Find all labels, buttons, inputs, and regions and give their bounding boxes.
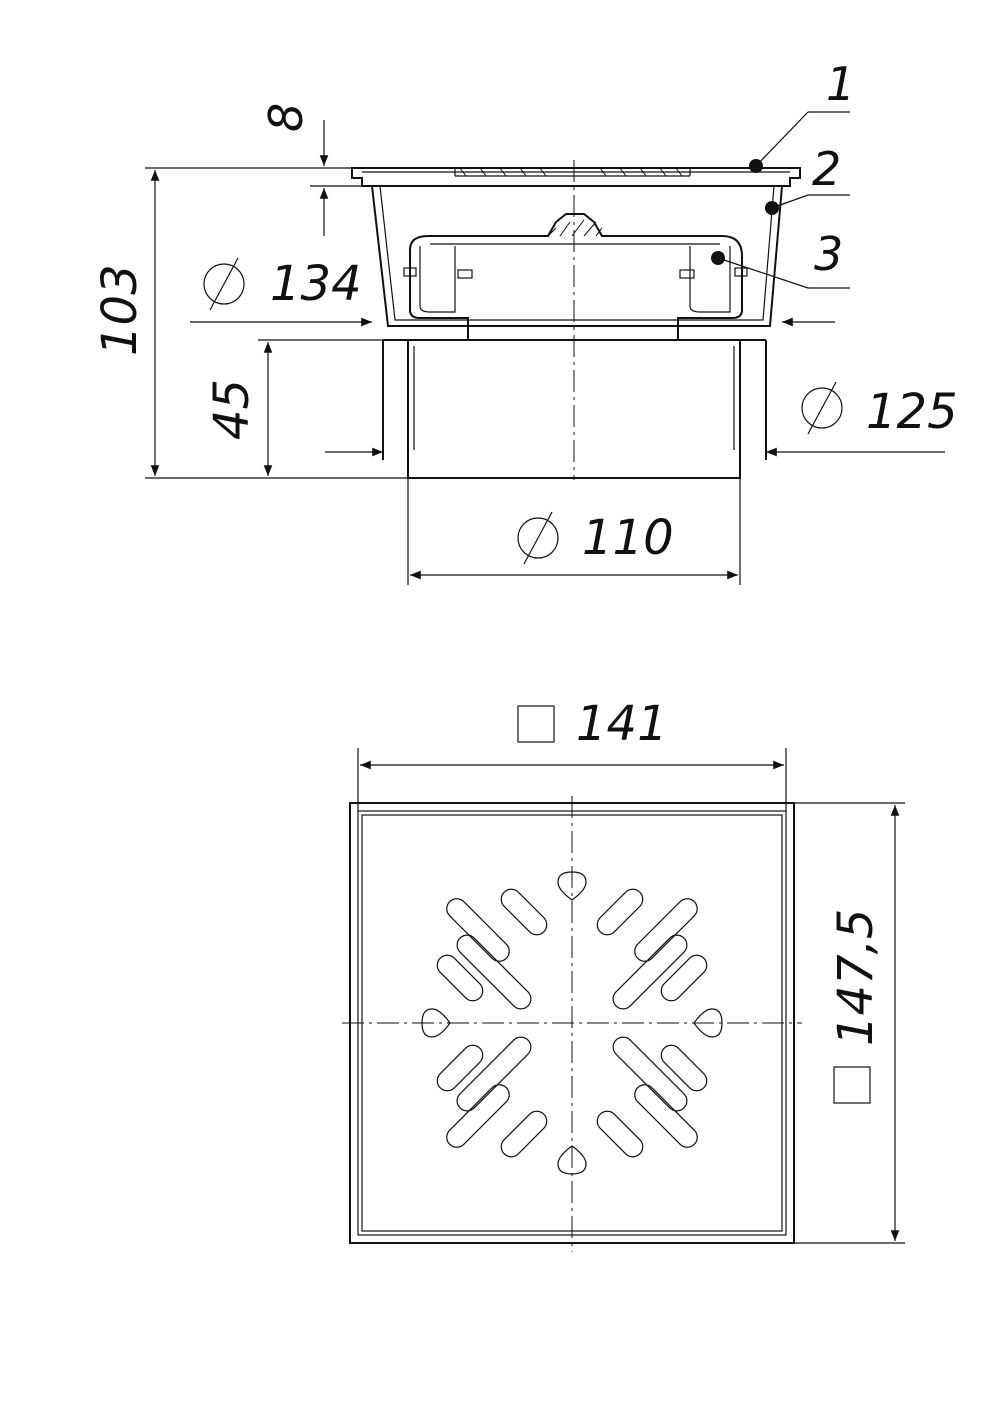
square-icon [517,705,555,743]
dim-147-5: 147,5 [828,909,884,1046]
dim-45: 45 [204,379,260,440]
dim-125: 125 [866,384,958,440]
dim-8: 8 [259,103,313,132]
dimensions-plan: 141 147,5 [357,696,905,1244]
dimensions-section: 103 8 134 45 125 1 [92,103,958,585]
dim-103: 103 [92,264,148,356]
callout-1-label: 1 [826,57,855,111]
section-view [351,160,801,480]
diameter-icon [203,257,245,311]
diameter-icon [517,511,559,565]
callout-3-label: 3 [814,227,843,281]
callouts: 1 2 3 [711,57,855,289]
plan-view [342,796,802,1252]
diameter-icon [801,381,843,435]
dim-141: 141 [576,696,668,752]
dim-134: 134 [270,256,362,312]
callout-2-label: 2 [812,142,841,196]
square-icon [833,1066,871,1104]
dim-110: 110 [582,510,674,566]
